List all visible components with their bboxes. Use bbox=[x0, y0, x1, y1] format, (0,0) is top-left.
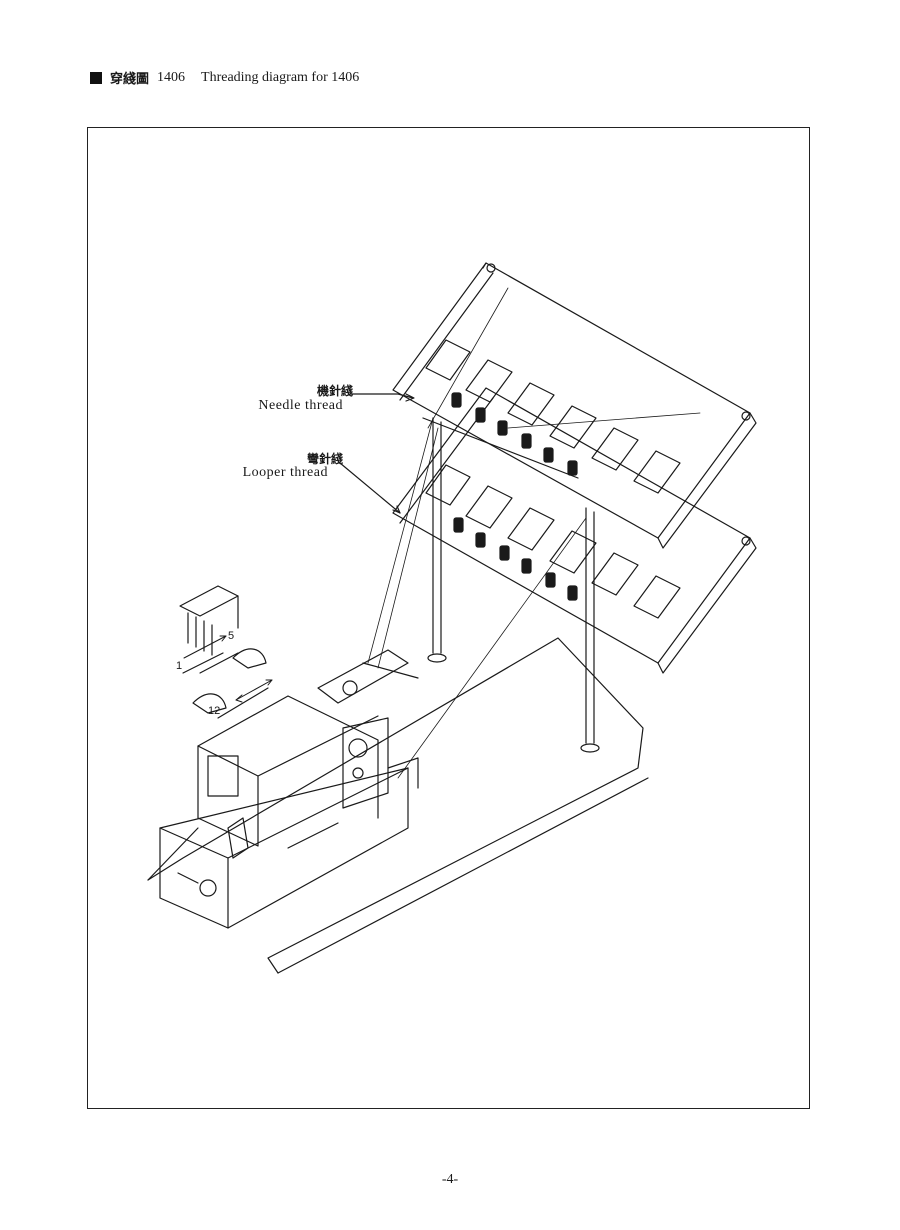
needle-thread-label-cn: 機針綫 bbox=[316, 384, 353, 398]
title-model: 1406 bbox=[157, 69, 186, 85]
callout-number-1: 1 bbox=[176, 660, 183, 672]
title-english: Threading diagram for 1406 bbox=[201, 69, 360, 85]
page-header: 穿綫圖 1406 Threading diagram for 1406 bbox=[90, 68, 359, 87]
callout-number-12: 12 bbox=[208, 705, 221, 717]
table-outline bbox=[147, 637, 644, 974]
sewing-machine bbox=[147, 649, 419, 929]
page-number: -4- bbox=[441, 1172, 459, 1187]
stand-poles bbox=[427, 417, 600, 753]
looper-inset bbox=[179, 585, 269, 719]
title-chinese: 穿綫圖 bbox=[110, 72, 150, 87]
lower-tension-nuts bbox=[453, 517, 578, 601]
lower-thread-cones bbox=[425, 464, 681, 619]
upper-thread-cones bbox=[425, 339, 681, 494]
callout-number-5: 5 bbox=[228, 630, 235, 642]
needle-thread-leader bbox=[349, 393, 414, 399]
looper-thread-label-cn: 彎針綫 bbox=[306, 452, 343, 466]
square-bullet-icon bbox=[90, 71, 102, 84]
thread-paths bbox=[367, 287, 701, 779]
lower-spool-rack bbox=[392, 387, 757, 674]
needle-thread-label-en: Needle thread bbox=[258, 398, 343, 413]
upper-spool-rack bbox=[392, 262, 757, 549]
callout-arrows bbox=[183, 635, 273, 703]
looper-thread-leader bbox=[339, 462, 401, 514]
diagram-frame: 機針綫 Needle thread 彎針綫 Looper thread 1 5 … bbox=[87, 127, 810, 1109]
looper-thread-label-en: Looper thread bbox=[242, 465, 328, 480]
threading-diagram bbox=[147, 262, 757, 974]
